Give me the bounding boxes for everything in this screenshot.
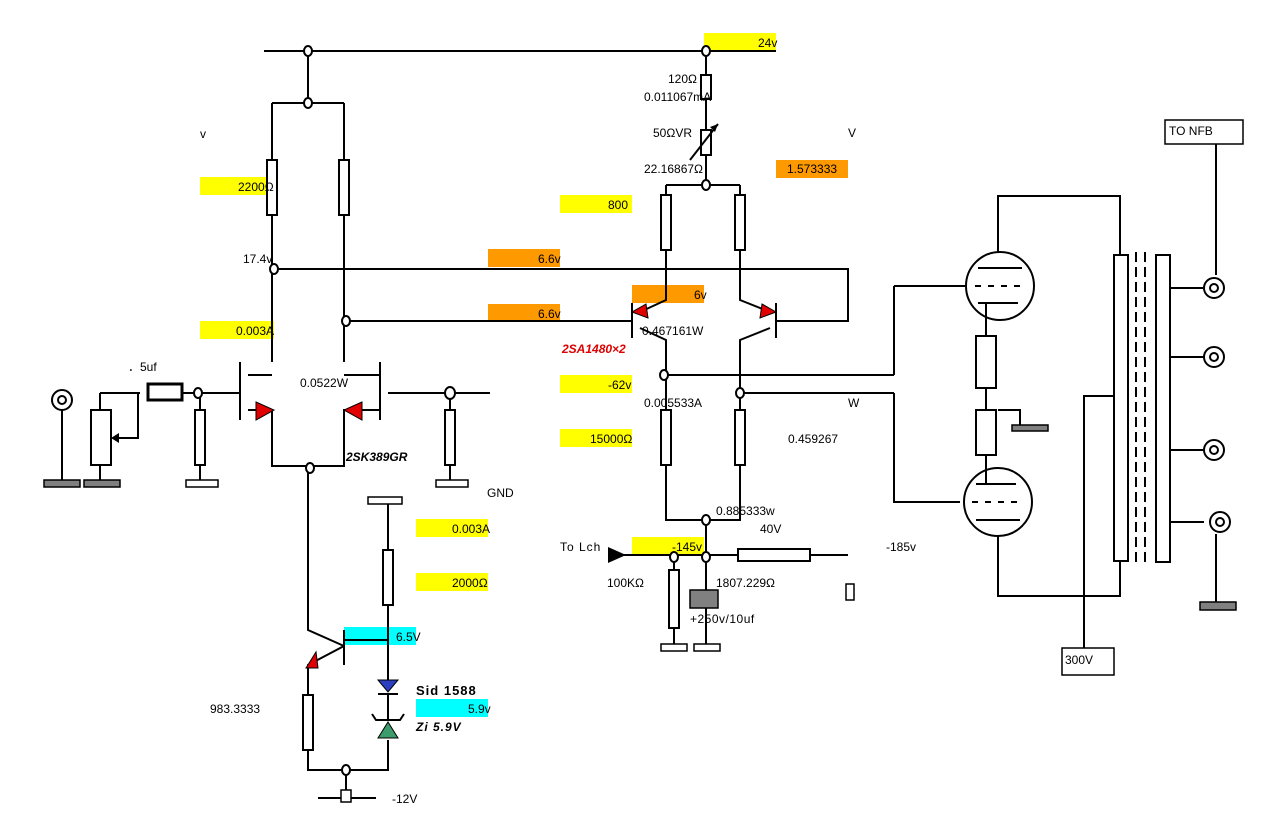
bjt-arrow-right	[759, 303, 778, 319]
label-0-003a-cs: 0.003A	[452, 522, 490, 536]
labels: 24v v 2200Ω 17.4v 0.003A ．5uf 0.0522W 2S…	[128, 36, 1213, 806]
label-5-9v: 5.9v	[468, 702, 491, 716]
bjt-arrow-cs	[305, 650, 319, 669]
label-to-nfb: TO NFB	[1169, 124, 1213, 138]
label-0-459: 0.459267	[788, 432, 838, 446]
pot-wiper	[111, 433, 119, 443]
label-zener: Zi 5.9V	[415, 720, 462, 734]
label-neg62v: -62v	[608, 378, 631, 392]
zener-diode	[371, 713, 405, 739]
label-w: W	[848, 396, 860, 410]
label-0-011067ma: 0.011067mA	[644, 90, 711, 104]
label-6v: 6v	[694, 288, 707, 302]
label-sid-1588: Sid 1588	[416, 683, 477, 698]
label-0-003a-left: 0.003A	[236, 324, 274, 338]
label-6-6v-a: 6.6v	[538, 252, 561, 266]
label-neg185v: -185v	[886, 540, 916, 554]
resistors	[90, 74, 997, 751]
fet-arrow-right	[342, 401, 363, 421]
label-input-cap: ．5uf	[128, 360, 157, 374]
input-jack	[51, 389, 73, 411]
label-24v: 24v	[758, 36, 777, 50]
filter-capacitor	[689, 589, 719, 609]
bplus-box	[1061, 647, 1115, 676]
ground-terminals	[43, 424, 1237, 803]
fet-arrow-left	[255, 401, 276, 421]
label-0-885w: 0.885333w	[716, 504, 775, 518]
label-6-6v-b: 6.6v	[538, 307, 561, 321]
label-0-467w: 0.467161W	[642, 324, 704, 338]
label-120: 120Ω	[668, 72, 697, 86]
label-neg12v: -12V	[392, 792, 417, 806]
vacuum-tube-upper	[965, 251, 1035, 321]
small-component	[845, 583, 855, 601]
bjt-arrow-left	[630, 303, 649, 319]
label-250v-cap: +250v/10uf	[690, 612, 755, 626]
label-0-0055a: 0.005533A	[644, 396, 702, 410]
label-2sk389gr: 2SK389GR	[345, 450, 408, 464]
label-neg145v: -145v	[672, 540, 702, 554]
junction-dots	[193, 45, 745, 776]
label-1-573: 1.573333	[787, 162, 837, 176]
label-17-4v: 17.4v	[243, 252, 272, 266]
label-0-0522w: 0.0522W	[300, 376, 349, 390]
label-2sa1480: 2SA1480×2	[561, 342, 626, 356]
label-15000: 15000Ω	[590, 432, 632, 446]
label-v-right: V	[848, 126, 856, 140]
to-nfb-box	[1164, 119, 1244, 145]
label-983: 983.3333	[210, 702, 260, 716]
label-1807: 1807.229Ω	[716, 576, 775, 590]
label-2200: 2200Ω	[238, 180, 274, 194]
label-to-lch: To Lch	[560, 540, 601, 554]
vacuum-tube-lower	[963, 467, 1033, 537]
label-v-left: v	[200, 127, 206, 141]
input-capacitor	[146, 382, 184, 402]
output-transformer	[1113, 252, 1171, 563]
label-40v: 40V	[760, 522, 781, 536]
label-800: 800	[608, 198, 628, 212]
label-gnd: GND	[487, 486, 514, 500]
label-50vr: 50ΩVR	[653, 126, 692, 140]
output-jacks	[1203, 277, 1231, 533]
label-22-168: 22.16867Ω	[644, 162, 703, 176]
label-100k: 100KΩ	[607, 576, 644, 590]
label-6-5v: 6.5V	[396, 630, 421, 644]
label-300v: 300V	[1065, 653, 1093, 667]
vr-arrowhead	[710, 124, 718, 132]
diode-sid	[376, 679, 400, 695]
label-2000: 2000Ω	[452, 576, 488, 590]
